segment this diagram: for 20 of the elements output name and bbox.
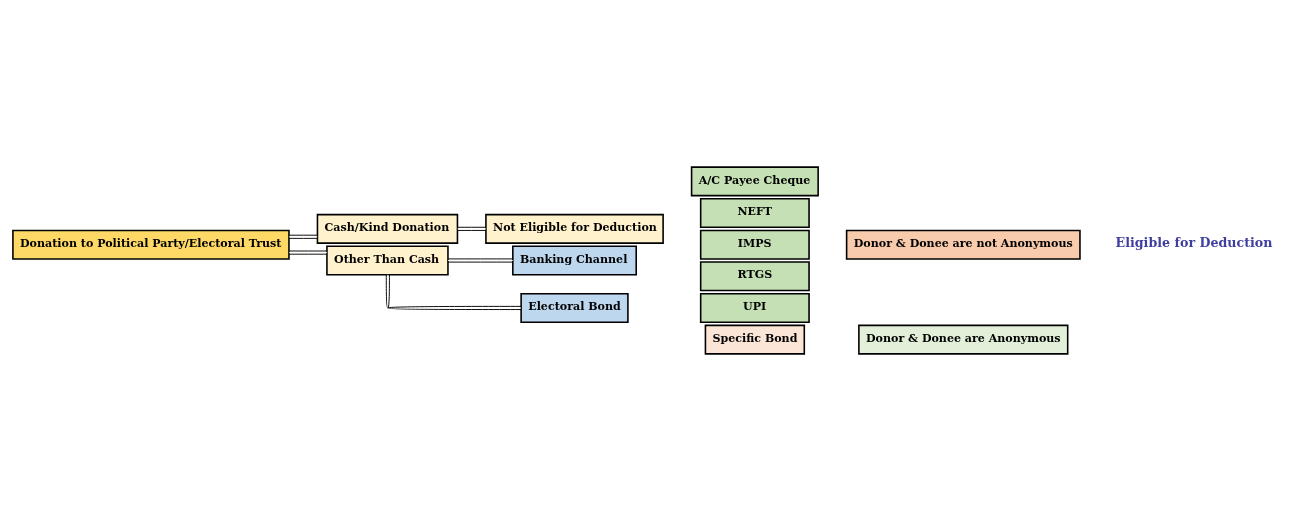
connector <box>385 274 522 310</box>
node-box: Donor & Donee are Anonymous <box>858 324 1069 355</box>
node-box: Other Than Cash <box>326 245 449 276</box>
node-box: Banking Channel <box>512 245 637 276</box>
node-box: Donor & Donee are not Anonymous <box>845 229 1081 260</box>
node-box: UPI <box>699 292 810 323</box>
connector <box>457 226 487 231</box>
node-box: Donation to Political Party/Electoral Trust <box>12 229 290 260</box>
connector <box>447 258 514 263</box>
node-box: NEFT <box>699 198 810 229</box>
label: Eligible for Deduction <box>1115 234 1273 250</box>
node-box: RTGS <box>699 261 810 292</box>
node-box: IMPS <box>699 229 810 260</box>
connector <box>288 234 318 239</box>
node-box: Not Eligible for Deduction <box>485 213 664 244</box>
node-box: Cash/Kind Donation <box>316 213 459 244</box>
node-box: A/C Payee Cheque <box>690 166 819 197</box>
node-box: Specific Bond <box>704 324 806 355</box>
connector <box>288 250 328 255</box>
node-box: Electoral Bond <box>520 292 629 323</box>
